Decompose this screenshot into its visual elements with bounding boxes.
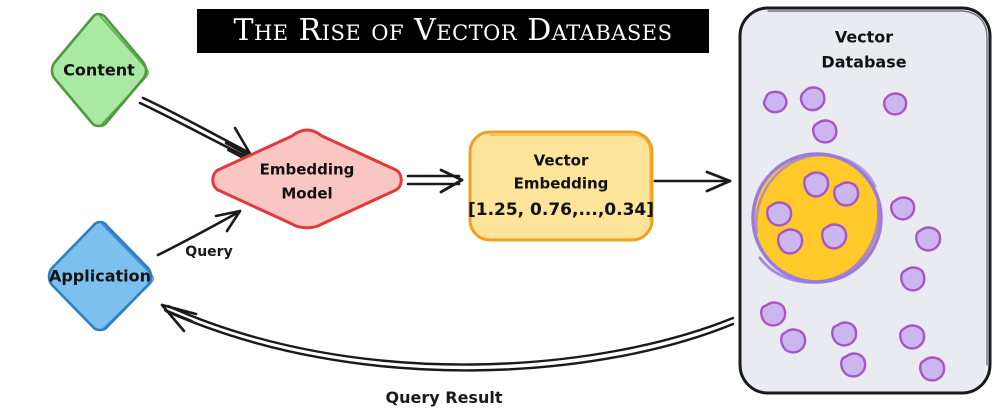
vector-dot — [780, 328, 807, 354]
node-content[interactable]: Content — [50, 12, 150, 128]
content-diamond-sketch-overlay — [99, 15, 150, 125]
edge-application-to-embedding-model: Query — [156, 209, 242, 260]
vector-embedding-box-sketch-overlay — [489, 134, 651, 221]
vector-dot — [919, 356, 946, 382]
vector-embedding-label-values: [1.25, 0.76,...,0.34] — [468, 200, 654, 220]
vector-dot — [890, 196, 916, 221]
vector-dot — [831, 321, 858, 347]
vector-dot — [762, 90, 788, 114]
content-label: Content — [63, 61, 135, 80]
embedding-model-diamond-shape — [211, 128, 403, 230]
vector-dot — [899, 324, 926, 350]
vector-dot — [766, 201, 793, 227]
vector-dot — [760, 301, 787, 327]
title-banner: The Rise of Vector Databases — [197, 9, 709, 53]
embedding-model-label-line1: Embedding — [260, 161, 355, 179]
node-vector-embedding[interactable]: Vector Embedding [1.25, 0.76,...,0.34] — [468, 130, 654, 242]
edge-content-to-embedding-model — [138, 96, 254, 163]
vector-dot — [777, 228, 804, 255]
node-embedding-model[interactable]: Embedding Model — [211, 128, 403, 230]
page-title: The Rise of Vector Databases — [233, 13, 673, 48]
vector-database-container-sketch-overlay — [767, 10, 988, 366]
vector-dot — [803, 171, 830, 198]
vector-dot — [821, 223, 848, 250]
vector-database-label-line1: Vector — [835, 28, 893, 47]
embedding-model-label-line2: Model — [281, 185, 332, 203]
vector-dot-group-inside-highlight — [766, 171, 860, 255]
vector-dot — [915, 226, 942, 252]
node-vector-database[interactable]: Vector Database — [738, 6, 992, 395]
vector-dot — [900, 266, 926, 292]
edge-label-query-result: Query Result — [386, 388, 503, 407]
vector-dot — [840, 352, 867, 378]
edge-vector-database-to-application: Query Result — [160, 303, 735, 407]
vector-dot-group-outside — [760, 86, 946, 382]
application-label: Application — [49, 267, 151, 286]
vector-dot — [833, 181, 860, 207]
node-application[interactable]: Application — [47, 220, 155, 332]
vector-embedding-label-line1: Vector — [534, 152, 589, 170]
vector-dot — [812, 119, 838, 144]
edge-vector-embedding-to-vector-database — [653, 170, 732, 193]
edge-embedding-model-to-vector-embedding — [406, 168, 464, 194]
application-diamond-sketch-overlay — [101, 223, 155, 329]
vector-dot — [799, 86, 826, 112]
vector-embedding-box-shape — [468, 130, 654, 242]
vector-embedding-label-line2: Embedding — [514, 175, 609, 193]
vector-database-label-line2: Database — [821, 53, 906, 72]
edge-label-query: Query — [185, 244, 232, 260]
vector-dot — [883, 92, 908, 116]
